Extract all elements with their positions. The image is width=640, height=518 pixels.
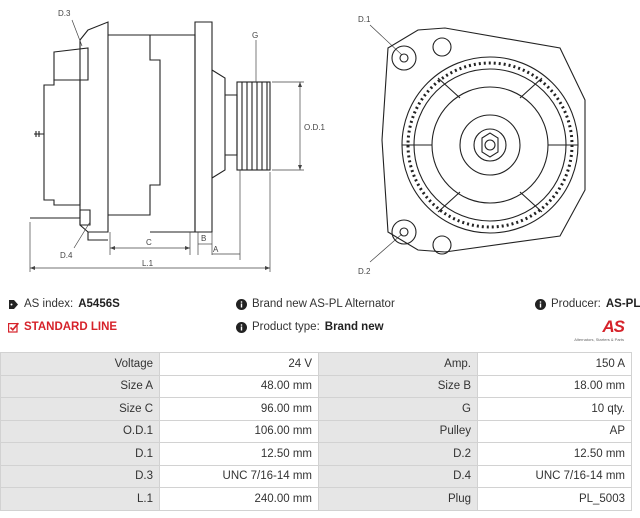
spec-value: PL_5003 xyxy=(477,487,632,511)
leader-d1 xyxy=(369,24,403,56)
front-housing xyxy=(150,34,196,233)
spec-key: Voltage xyxy=(0,352,160,376)
label-d4: D.4 xyxy=(60,251,73,260)
spec-value: 12.50 mm xyxy=(159,442,319,466)
specs-table: Voltage 24 V Amp. 150 A Size A 48.00 mm … xyxy=(0,352,632,511)
table-row: L.1 240.00 mm Plug PL_5003 xyxy=(0,487,632,511)
spokes xyxy=(402,77,578,213)
as-index-value: A5456S xyxy=(78,298,120,310)
product-type: Product type: Brand new xyxy=(236,321,384,333)
info-row-1: AS index: A5456S Brand new AS-PL Alterna… xyxy=(0,298,640,316)
stator xyxy=(108,34,161,216)
product-type-label: Product type: xyxy=(252,321,320,333)
leader-d2 xyxy=(369,233,403,263)
checkbox-icon xyxy=(8,322,19,333)
info-icon xyxy=(236,298,247,310)
spec-value: 18.00 mm xyxy=(477,374,632,398)
spec-key: O.D.1 xyxy=(0,419,160,443)
standard-line-text: STANDARD LINE xyxy=(24,321,118,333)
table-row: D.3 UNC 7/16-14 mm D.4 UNC 7/16-14 mm xyxy=(0,464,632,488)
main-housing xyxy=(79,21,109,233)
as-pl-logo: AS Alternators, Starters & Parts xyxy=(560,317,632,345)
spec-key: Size C xyxy=(0,397,160,421)
info-icon xyxy=(535,298,546,310)
label-b: B xyxy=(201,234,206,243)
logo-mark: AS xyxy=(602,317,625,336)
table-row: Voltage 24 V Amp. 150 A xyxy=(0,352,632,376)
vent-slots xyxy=(406,61,574,229)
pulley-body xyxy=(236,81,271,171)
pulley-grooves xyxy=(241,82,268,170)
spec-key: G xyxy=(318,397,478,421)
producer: Producer: AS-PL xyxy=(535,298,640,310)
spec-key: D.1 xyxy=(0,442,160,466)
front-flange xyxy=(194,21,213,233)
mount-lug xyxy=(87,232,108,241)
alternator-drawing: D.3 D.4 G O.D.1 C B A L.1 D.1 D.2 xyxy=(29,9,586,276)
rear-housing xyxy=(43,79,81,206)
spec-value: 96.00 mm xyxy=(159,397,319,421)
standard-line: STANDARD LINE xyxy=(8,321,117,333)
spec-value: 48.00 mm xyxy=(159,374,319,398)
description-text: Brand new AS-PL Alternator xyxy=(252,298,395,310)
spec-key: D.4 xyxy=(318,464,478,488)
spec-value: 150 A xyxy=(477,352,632,376)
table-row: O.D.1 106.00 mm Pulley AP xyxy=(0,419,632,443)
spec-key: Amp. xyxy=(318,352,478,376)
as-index-label: AS index: xyxy=(24,298,74,310)
terminal-stud-upper xyxy=(34,131,44,137)
label-d3: D.3 xyxy=(58,9,71,18)
spec-value: UNC 7/16-14 mm xyxy=(159,464,319,488)
front-view-hub xyxy=(459,114,521,176)
mount-hole-d2 xyxy=(391,219,417,245)
info-row-2: STANDARD LINE Product type: Brand new xyxy=(0,321,640,339)
label-od1: O.D.1 xyxy=(304,123,325,132)
front-view-inner-ring xyxy=(413,68,567,222)
label-l1: L.1 xyxy=(142,259,154,268)
spec-key: D.3 xyxy=(0,464,160,488)
label-d1: D.1 xyxy=(358,15,371,24)
info-icon xyxy=(236,321,247,333)
label-a: A xyxy=(213,245,219,254)
spec-key: D.2 xyxy=(318,442,478,466)
as-index: AS index: A5456S xyxy=(8,298,120,310)
pulley-hub xyxy=(225,94,238,156)
product-type-value: Brand new xyxy=(324,321,384,333)
leader-d3 xyxy=(71,19,83,47)
shaft-step xyxy=(211,69,226,179)
front-view-outline xyxy=(381,27,586,253)
producer-label: Producer: xyxy=(551,298,601,310)
dim-od1 xyxy=(272,81,304,171)
tag-icon xyxy=(8,299,19,310)
logo-tagline: Alternators, Starters & Parts xyxy=(574,337,624,342)
table-row: Size C 96.00 mm G 10 qty. xyxy=(0,397,632,421)
spec-value: 10 qty. xyxy=(477,397,632,421)
rear-cap xyxy=(53,47,89,81)
spec-value: 12.50 mm xyxy=(477,442,632,466)
table-row: D.1 12.50 mm D.2 12.50 mm xyxy=(0,442,632,466)
spec-value: 106.00 mm xyxy=(159,419,319,443)
label-c: C xyxy=(146,238,152,247)
label-g: G xyxy=(252,31,258,40)
shaft-nut xyxy=(481,132,499,158)
description: Brand new AS-PL Alternator xyxy=(236,298,395,310)
spec-value: 240.00 mm xyxy=(159,487,319,511)
leader-d4 xyxy=(73,221,91,249)
producer-value: AS-PL xyxy=(605,298,640,310)
terminal-stud-lower xyxy=(30,209,91,226)
spec-value: 24 V xyxy=(159,352,319,376)
spec-key: Size B xyxy=(318,374,478,398)
spec-key: Size A xyxy=(0,374,160,398)
spec-key: L.1 xyxy=(0,487,160,511)
table-row: Size A 48.00 mm Size B 18.00 mm xyxy=(0,374,632,398)
label-d2: D.2 xyxy=(358,267,371,276)
spec-value: AP xyxy=(477,419,632,443)
spec-value: UNC 7/16-14 mm xyxy=(477,464,632,488)
spec-key: Pulley xyxy=(318,419,478,443)
spec-key: Plug xyxy=(318,487,478,511)
mount-hole-d1 xyxy=(391,45,417,71)
